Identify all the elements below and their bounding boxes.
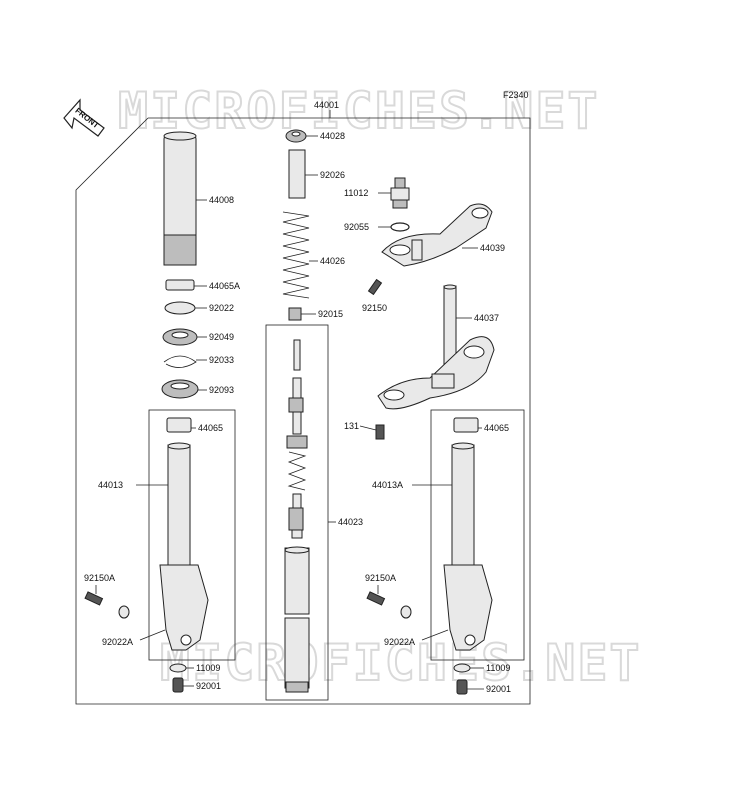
label-131: 131 xyxy=(344,421,359,431)
part-92001-right xyxy=(456,679,468,695)
part-11012 xyxy=(390,177,410,209)
part-92022 xyxy=(164,301,196,315)
label-44008: 44008 xyxy=(209,195,234,205)
label-92150A-left: 92150A xyxy=(84,573,115,583)
part-92150 xyxy=(367,278,383,296)
part-44028 xyxy=(285,129,307,143)
label-92022A-left: 92022A xyxy=(102,637,133,647)
damper-box xyxy=(265,324,329,701)
label-92001-right: 92001 xyxy=(486,684,511,694)
part-44013 xyxy=(159,442,209,651)
part-92033 xyxy=(163,355,197,368)
label-92093: 92093 xyxy=(209,385,234,395)
label-44065-right: 44065 xyxy=(484,423,509,433)
part-92022A-left xyxy=(118,605,130,619)
label-44039: 44039 xyxy=(480,243,505,253)
label-44013A: 44013A xyxy=(372,480,403,490)
part-44065-left xyxy=(166,417,192,433)
label-44023: 44023 xyxy=(338,517,363,527)
label-44028: 44028 xyxy=(320,131,345,141)
label-92001-left: 92001 xyxy=(196,681,221,691)
part-92001-left xyxy=(172,677,184,693)
label-44001: 44001 xyxy=(314,100,339,110)
part-92093 xyxy=(161,379,199,399)
label-92150A-right: 92150A xyxy=(365,573,396,583)
label-11012: 11012 xyxy=(344,188,368,198)
part-11009-right xyxy=(453,663,471,673)
part-44065A xyxy=(165,279,195,291)
watermark-top: MICROFICHES.NET xyxy=(118,82,600,140)
part-131 xyxy=(375,424,385,440)
label-92033: 92033 xyxy=(209,355,234,365)
watermark-bottom: MICROFICHES.NET xyxy=(160,634,642,692)
assembly-frame xyxy=(75,117,531,705)
part-92055 xyxy=(390,222,410,232)
part-44013A xyxy=(443,442,493,651)
right-fork-box xyxy=(430,409,525,661)
left-fork-box xyxy=(148,409,236,661)
label-11009-right: 11009 xyxy=(486,663,510,673)
part-44065-right xyxy=(453,417,479,433)
label-92022: 92022 xyxy=(209,303,234,313)
label-92026: 92026 xyxy=(320,170,345,180)
front-arrow-icon: FRONT xyxy=(63,98,105,137)
part-92150A-left xyxy=(84,591,104,606)
part-92022A-right xyxy=(400,605,412,619)
label-44037: 44037 xyxy=(474,313,499,323)
part-44026 xyxy=(282,211,310,299)
label-11009-left: 11009 xyxy=(196,663,220,673)
part-92026 xyxy=(288,149,306,199)
part-44037 xyxy=(377,284,495,410)
label-92055: 92055 xyxy=(344,222,369,232)
part-44023 xyxy=(284,339,310,693)
part-92015 xyxy=(288,307,302,321)
label-44026: 44026 xyxy=(320,256,345,266)
label-44065A: 44065A xyxy=(209,281,240,291)
figure-code: F2340 xyxy=(503,90,529,100)
part-92150A-right xyxy=(366,591,386,606)
label-44013: 44013 xyxy=(98,480,123,490)
part-44008 xyxy=(163,131,197,266)
label-44065-left: 44065 xyxy=(198,423,223,433)
label-92022A-right: 92022A xyxy=(384,637,415,647)
label-92150: 92150 xyxy=(362,303,387,313)
label-92049: 92049 xyxy=(209,332,234,342)
part-44039 xyxy=(381,203,493,267)
label-92015: 92015 xyxy=(318,309,343,319)
part-11009-left xyxy=(169,663,187,673)
part-92049 xyxy=(162,328,198,346)
